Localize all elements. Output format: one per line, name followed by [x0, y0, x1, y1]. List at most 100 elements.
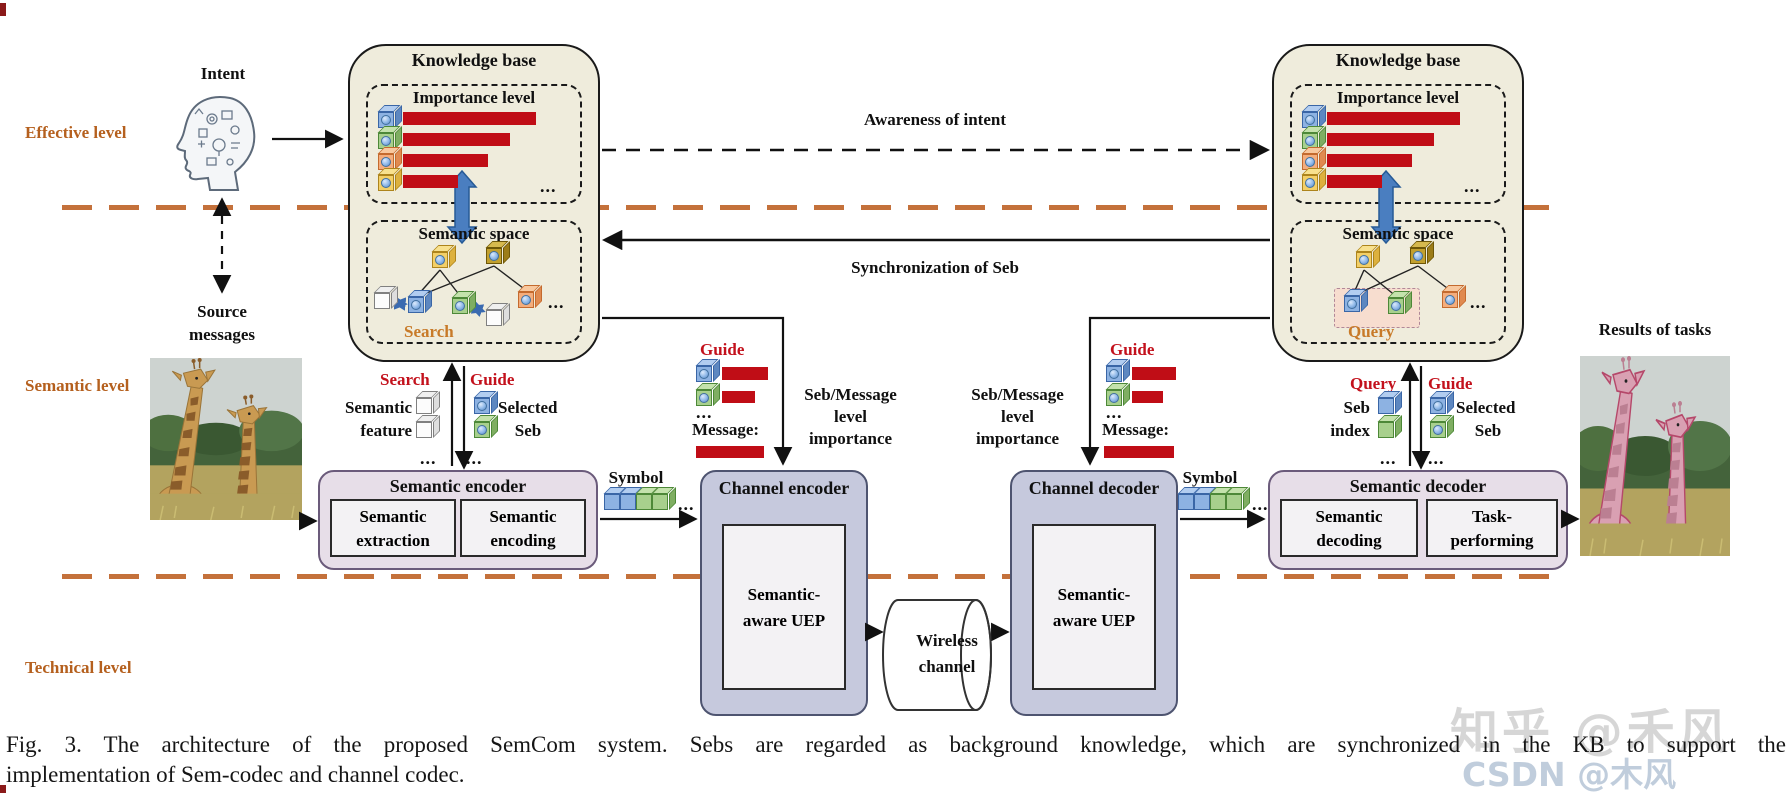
- importance-ellipsis-left: ...: [540, 176, 557, 196]
- importance-row: [1302, 106, 1460, 128]
- selected-seb-cube-blue-icon: [1430, 398, 1446, 414]
- seb-orb-icon: [1109, 369, 1119, 379]
- semantic-encoding-box: Semantic encoding: [460, 499, 586, 557]
- seb-orb-icon: [1347, 299, 1357, 309]
- seb-orb-icon: [1445, 295, 1455, 305]
- label-seb-message-importance-right: Seb/Message level importance: [971, 385, 1064, 448]
- semantic-decoder-title: Semantic decoder: [1349, 476, 1487, 496]
- search-action-label: Search: [404, 322, 454, 341]
- importance-bar: [403, 175, 458, 188]
- importance-row: [1302, 127, 1460, 149]
- seb-cube-orange-icon: [1302, 154, 1318, 170]
- seb-cube-blue-icon: [1106, 366, 1122, 382]
- seb-orb-icon: [1305, 115, 1315, 125]
- importance-title-right: Importance level: [1336, 88, 1460, 107]
- task-performing-box: Task- performing: [1426, 499, 1558, 557]
- symbol-cube-green-icon: [1210, 494, 1226, 510]
- label-guide-down-right: Guide: [1428, 374, 1473, 393]
- importance-bar: [722, 391, 755, 403]
- importance-row: [378, 127, 536, 149]
- importance-bar: [403, 133, 510, 146]
- importance-rows-left: [378, 106, 536, 191]
- kb-right-title: Knowledge base: [1335, 50, 1461, 70]
- seb-orb-icon: [1305, 157, 1315, 167]
- kb-to-channel-encoder-line: [602, 316, 793, 466]
- io-ellipsis: ...: [466, 448, 483, 468]
- importance-bar: [1327, 133, 1434, 146]
- importance-bar: [1132, 391, 1163, 403]
- seb-cube-green-icon: [378, 133, 394, 149]
- selected-seb-cube-green-icon: [474, 422, 490, 438]
- seb-orb-icon: [381, 178, 391, 188]
- symbol-ellipsis-right: ...: [1252, 494, 1269, 514]
- seb-cube-yellow-icon: [1302, 175, 1318, 191]
- seb-cube-blue-icon: [1344, 296, 1360, 312]
- importance-title-left: Importance level: [412, 88, 536, 107]
- seb-index-cube-blue-icon: [1378, 398, 1394, 414]
- label-effective-level: Effective level: [25, 123, 127, 142]
- edge-artifact: [0, 3, 6, 16]
- seb-cube-darkyellow-icon: [1410, 248, 1426, 264]
- wireless-channel-label: Wireless channel: [916, 631, 978, 676]
- semantic-feature-cube-icon: [416, 422, 432, 438]
- seb-orb-icon: [1305, 178, 1315, 188]
- label-technical-level: Technical level: [25, 658, 132, 677]
- label-semantic-feature-1: Semantic: [344, 398, 412, 417]
- seb-cube-yellow-icon: [378, 175, 394, 191]
- seb-orb-icon: [477, 401, 487, 411]
- semantic-feature-cube-icon: [416, 398, 432, 414]
- symbol-cube-green-icon: [636, 494, 652, 510]
- seb-cube-green-icon: [1388, 298, 1404, 314]
- channel-encoder-title: Channel encoder: [718, 478, 850, 498]
- message-bar: [696, 446, 764, 458]
- channel-decoder-title: Channel decoder: [1028, 478, 1160, 498]
- seb-orb-icon: [435, 255, 445, 265]
- seb-orb-icon: [1413, 251, 1423, 261]
- caption-line-2: implementation of Sem-codec and channel …: [6, 762, 465, 787]
- selected-seb-cube-blue-icon: [474, 398, 490, 414]
- importance-row: [378, 148, 536, 170]
- seb-orb-icon: [381, 157, 391, 167]
- edge-artifact: [0, 785, 6, 793]
- importance-bar: [722, 367, 768, 380]
- divider-effective-semantic: [62, 205, 1554, 210]
- label-intent: Intent: [200, 64, 246, 83]
- label-semantic-feature-2: feature: [360, 421, 412, 440]
- label-symbol-right: Symbol: [1182, 468, 1238, 487]
- label-symbol-left: Symbol: [608, 468, 664, 487]
- source-image-giraffes: [150, 358, 302, 520]
- seb-orb-icon: [1433, 425, 1443, 435]
- label-guide-mid-right: Guide: [1110, 340, 1155, 359]
- seb-orb-icon: [381, 115, 391, 125]
- symbol-cube-blue-icon: [1194, 494, 1210, 510]
- label-message-left: Message:: [692, 420, 760, 439]
- seb-orb-icon: [477, 425, 487, 435]
- importance-bar: [1327, 112, 1460, 125]
- label-query-up: Query: [1350, 374, 1397, 393]
- seb-orb-icon: [381, 136, 391, 146]
- kb-left-title: Knowledge base: [411, 50, 537, 70]
- symbol-cube-blue-icon: [620, 494, 636, 510]
- label-message-right: Message:: [1102, 420, 1170, 439]
- tree-ellipsis-left: ...: [548, 292, 565, 312]
- watermark-zhihu: 知乎 @禾风: [1450, 704, 1731, 760]
- label-synchronization-of-seb: Synchronization of Seb: [851, 258, 1019, 277]
- symbol-ellipsis-left: ...: [678, 494, 695, 514]
- symbol-cube-green-icon: [652, 494, 668, 510]
- semantic-aware-uep-encoder-box: Semantic- aware UEP: [722, 524, 846, 690]
- seb-cube-blue-icon: [696, 366, 712, 382]
- message-bar: [1104, 446, 1174, 458]
- query-action-label: Query: [1348, 322, 1395, 341]
- importance-row: [1302, 169, 1460, 191]
- seb-cube-orange-icon: [518, 292, 534, 308]
- importance-bar: [403, 154, 488, 167]
- importance-rows-right: [1302, 106, 1460, 191]
- seb-cube-orange-icon: [378, 154, 394, 170]
- io-ellipsis: ...: [420, 448, 437, 468]
- importance-bar: [403, 112, 536, 125]
- label-seb-index-2: index: [1330, 421, 1370, 440]
- importance-row: [1302, 148, 1460, 170]
- semantic-extraction-box: Semantic extraction: [330, 499, 456, 557]
- tree-ellipsis-right: ...: [1470, 292, 1487, 312]
